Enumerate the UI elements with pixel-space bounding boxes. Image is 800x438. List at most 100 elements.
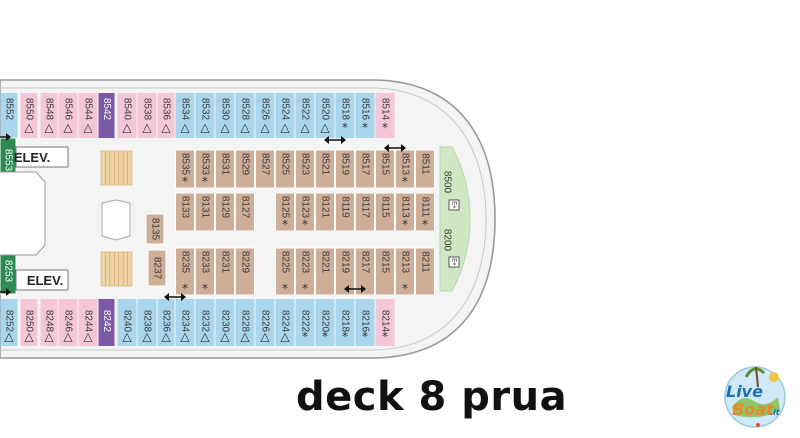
asterisk-icon: * [402, 175, 408, 189]
cabin-number-8226: 8226 [259, 310, 270, 333]
triangle-icon: △ [83, 121, 93, 135]
asterisk-icon: * [362, 330, 368, 344]
cabin-8226 [255, 299, 275, 346]
cabin-number-8546: 8546 [62, 98, 73, 121]
cabin-number-8235: 8235 [179, 251, 190, 274]
asterisk-icon: * [402, 218, 408, 232]
cabin-number-8111: 8111 [419, 197, 430, 218]
cabin-number-8531: 8531 [219, 153, 230, 176]
cabin-8524 [275, 93, 295, 138]
cabin-number-8221: 8221 [319, 251, 330, 274]
arrow-head [324, 136, 329, 144]
cabin-8526 [255, 93, 275, 138]
cabin-8521 [315, 149, 335, 189]
stairs-bottom [100, 251, 133, 287]
asterisk-icon: * [302, 282, 308, 296]
atrium-shape [101, 199, 131, 241]
cabin-8223 [295, 247, 315, 296]
cabin-8520 [315, 93, 335, 138]
triangle-icon: △ [161, 121, 171, 135]
cabin-8228 [235, 299, 255, 346]
triangle-icon: △ [142, 330, 152, 344]
asterisk-icon: * [302, 218, 308, 232]
triangle-icon: △ [161, 330, 171, 344]
cabin-8113 [395, 192, 415, 232]
cabin-number-8519: 8519 [339, 153, 350, 176]
asterisk-icon: * [182, 175, 188, 189]
cabin-number-8214: 8214 [379, 310, 390, 333]
asterisk-icon: * [342, 330, 348, 344]
triangle-icon: △ [180, 121, 190, 135]
cabin-8234 [175, 299, 195, 346]
cabin-8216 [355, 299, 375, 346]
cabin-number-8517: 8517 [359, 153, 370, 176]
cabin-number-8213: 8213 [399, 251, 410, 274]
cabin-number-8523: 8523 [299, 153, 310, 176]
cabin-number-8125: 8125 [279, 196, 290, 219]
cabin-number-8532: 8532 [199, 98, 210, 121]
cabin-number-8242: 8242 [101, 310, 112, 333]
arrow-head [384, 144, 389, 152]
cabin-8219 [335, 247, 355, 296]
elevator-box-top [15, 146, 69, 168]
triangle-icon: △ [220, 121, 230, 135]
cabin-number-8223: 8223 [299, 251, 310, 274]
cabin-number-8535: 8535 [179, 153, 190, 176]
cabin-number-8534: 8534 [179, 98, 190, 121]
cabin-8246 [58, 299, 78, 346]
cabin-number-8224: 8224 [279, 310, 290, 333]
svg-text:Boat: Boat [732, 400, 775, 419]
cabin-number-8550: 8550 [23, 98, 34, 121]
triangle-icon: △ [260, 330, 270, 344]
cabin-number-8131: 8131 [199, 196, 210, 219]
cabin-number-8515: 8515 [379, 153, 390, 176]
triangle-icon: △ [122, 121, 132, 135]
triangle-icon: △ [122, 330, 132, 344]
cabin-number-8514: 8514 [379, 98, 390, 121]
cabin-8235 [175, 247, 195, 296]
cabin-8237 [147, 249, 167, 287]
cabin-number-8246: 8246 [62, 310, 73, 333]
cabin-number-8135: 8135 [149, 218, 160, 241]
cabin-number-8234: 8234 [179, 310, 190, 333]
cabin-number-8236: 8236 [160, 310, 171, 333]
asterisk-icon: * [202, 282, 208, 296]
cabin-8527 [255, 149, 275, 189]
cabin-8540 [117, 93, 137, 138]
triangle-icon: △ [280, 121, 290, 135]
cabin-8542 [98, 93, 115, 138]
cabin-number-8530: 8530 [219, 98, 230, 121]
asterisk-icon: * [302, 330, 308, 344]
cabin-8523 [295, 149, 315, 189]
cabin-number-8200: 8200 [441, 229, 452, 252]
arrow-head [341, 136, 346, 144]
svg-text:.it: .it [770, 408, 781, 417]
triangle-icon: △ [4, 330, 14, 344]
triangle-icon: △ [220, 330, 230, 344]
cabin-8218 [335, 299, 355, 346]
asterisk-icon: * [422, 218, 428, 232]
hull-inner-line [0, 87, 487, 351]
arrow-head [164, 293, 169, 301]
cabin-number-8244: 8244 [82, 310, 93, 333]
cabin-8111 [415, 192, 435, 232]
cabin-number-8252: 8252 [3, 310, 14, 333]
cabin-number-8117: 8117 [359, 196, 370, 218]
cabin-8129 [215, 192, 235, 232]
cabin-number-8536: 8536 [160, 98, 171, 121]
triangle-icon: △ [63, 330, 73, 344]
lobby-outline [0, 171, 46, 256]
cabin-number-8526: 8526 [259, 98, 270, 121]
cabin-number-8237: 8237 [151, 257, 162, 280]
asterisk-icon: * [382, 330, 388, 344]
cabin-8546 [58, 93, 78, 138]
triangle-icon: △ [142, 121, 152, 135]
accessible-icon-label: E+ [450, 258, 456, 266]
cabin-number-8552: 8552 [3, 98, 14, 121]
cabin-number-8121: 8121 [319, 196, 330, 219]
arrow-head [361, 285, 366, 293]
cabin-8517 [355, 149, 375, 189]
cabin-number-8524: 8524 [279, 98, 290, 121]
triangle-icon: △ [180, 330, 190, 344]
